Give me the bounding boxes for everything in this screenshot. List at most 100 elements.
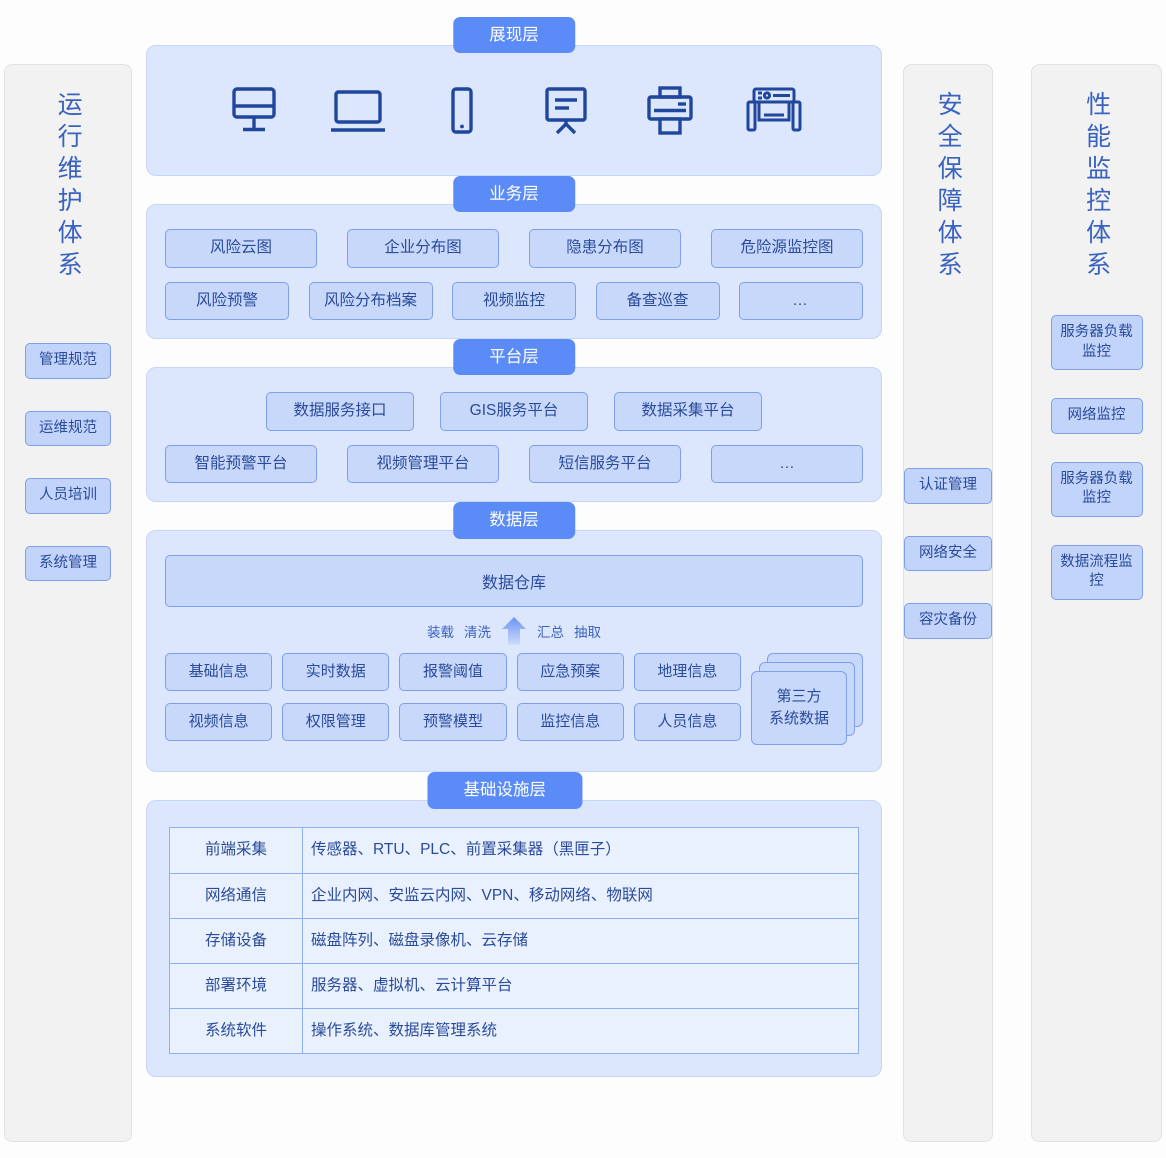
etl-label-aggregate: 汇总 [537,625,564,641]
up-arrow-icon [501,616,527,646]
platform-row-1: 数据服务接口 GIS服务平台 数据采集平台 [165,392,863,431]
printer-icon [640,84,700,138]
whiteboard-icon [536,84,596,138]
data-item-geo-info[interactable]: 地理信息 [633,653,742,692]
platform-item-sms-service-platform[interactable]: 短信服务平台 [529,444,681,484]
pillar-ops-items: 管理规范 运维规范 人员培训 系统管理 [5,343,131,582]
pillar-security-title: 安全保障体系 [934,91,963,283]
business-row-2: 风险预警 风险分布档案 视频监控 备查巡查 … [165,281,863,321]
layer-infrastructure: 基础设施层 前端采集 传感器、RTU、PLC、前置采集器（黑匣子） 网络通信 企… [146,772,882,1078]
platform-item-data-service-api[interactable]: 数据服务接口 [266,392,414,431]
data-source-columns: 基础信息 实时数据 报警阈值 应急预案 地理信息 视频信息 权限管理 预警模型 … [165,653,742,742]
pillar-performance-monitoring: 性能监控体系 服务器负载监控 网络监控 服务器负载监控 数据流程监控 [1031,64,1162,1142]
layer-data-badge: 数据层 [453,502,575,539]
pillar-security-items: 认证管理 网络安全 容灾备份 [904,468,992,639]
layer-data: 数据层 数据仓库 装载 清洗 [146,502,882,773]
data-item-realtime-data[interactable]: 实时数据 [282,653,390,692]
infra-value-0: 传感器、RTU、PLC、前置采集器（黑匣子） [302,827,859,874]
etl-flow-strip: 装载 清洗 汇总 [165,616,863,646]
table-row: 前端采集 传感器、RTU、PLC、前置采集器（黑匣子） [169,827,859,874]
pillar-ops-item-2[interactable]: 人员培训 [25,478,111,514]
pillar-perf-item-3[interactable]: 数据流程监控 [1050,544,1143,600]
pillar-security-item-2[interactable]: 容灾备份 [904,603,992,639]
data-row-2: 视频信息 权限管理 预警模型 监控信息 人员信息 [165,703,742,742]
large-display-icon [744,84,804,138]
layer-presentation-body [146,45,882,176]
third-party-label-line-1: 第三方 [776,687,822,705]
table-row: 系统软件 操作系统、数据库管理系统 [169,1007,859,1055]
layer-infrastructure-badge: 基础设施层 [427,772,582,809]
data-item-monitoring-info[interactable]: 监控信息 [516,703,624,742]
pillar-security-item-0[interactable]: 认证管理 [904,468,992,504]
pillar-perf-item-0[interactable]: 服务器负载监控 [1050,315,1143,371]
data-item-warning-model[interactable]: 预警模型 [399,703,507,742]
infra-value-4: 操作系统、数据库管理系统 [302,1007,859,1055]
platform-row-2: 智能预警平台 视频管理平台 短信服务平台 … [165,444,863,484]
platform-item-gis-platform[interactable]: GIS服务平台 [440,392,588,431]
pillar-operations-maintenance: 运行维护体系 管理规范 运维规范 人员培训 系统管理 [4,64,132,1142]
infra-value-1: 企业内网、安监云内网、VPN、移动网络、物联网 [302,872,859,919]
table-row: 网络通信 企业内网、安监云内网、VPN、移动网络、物联网 [169,872,859,919]
data-item-alarm-threshold[interactable]: 报警阈值 [399,653,507,692]
platform-item-more[interactable]: … [711,444,863,484]
business-item-risk-distribution-archive[interactable]: 风险分布档案 [308,281,433,321]
third-party-label-line-2: 系统数据 [768,710,829,728]
layer-platform-body: 数据服务接口 GIS服务平台 数据采集平台 智能预警平台 视频管理平台 短信服务… [146,367,882,503]
layer-platform-badge: 平台层 [453,339,575,376]
pillar-perf-item-2[interactable]: 服务器负载监控 [1050,461,1143,517]
layer-infrastructure-body: 前端采集 传感器、RTU、PLC、前置采集器（黑匣子） 网络通信 企业内网、安监… [146,800,882,1078]
layer-data-body: 数据仓库 装载 清洗 [146,530,882,773]
layer-business-badge: 业务层 [453,176,575,213]
third-party-card-front[interactable]: 第三方 系统数据 [751,671,847,746]
third-party-data-stack[interactable]: 第三方 系统数据 [751,653,863,753]
pillar-ops-item-1[interactable]: 运维规范 [25,410,111,447]
data-item-basic-info[interactable]: 基础信息 [165,653,273,692]
platform-item-video-management-platform[interactable]: 视频管理平台 [347,444,499,484]
data-row-1: 基础信息 实时数据 报警阈值 应急预案 地理信息 [165,653,742,692]
infra-key-0: 前端采集 [169,827,303,874]
data-item-video-info[interactable]: 视频信息 [165,703,273,742]
data-item-personnel-info[interactable]: 人员信息 [633,703,742,742]
infra-key-3: 部署环境 [169,962,303,1009]
business-item-risk-warning[interactable]: 风险预警 [165,281,289,321]
business-item-more[interactable]: … [739,281,863,321]
mobile-phone-icon [432,84,492,138]
laptop-icon [328,84,388,138]
layer-platform: 平台层 数据服务接口 GIS服务平台 数据采集平台 智能预警平台 视频管理平台 … [146,339,882,503]
data-warehouse-bar[interactable]: 数据仓库 [165,555,863,608]
pillar-perf-item-1[interactable]: 网络监控 [1050,398,1143,434]
pillar-security-assurance: 安全保障体系 认证管理 网络安全 容灾备份 [903,64,993,1142]
pillar-ops-item-0[interactable]: 管理规范 [25,343,111,379]
layer-stack: 展现层 [146,17,882,1105]
pillar-ops-title: 运行维护体系 [54,91,83,283]
business-item-risk-cloud-map[interactable]: 风险云图 [165,229,317,268]
platform-item-intelligent-warning-platform[interactable]: 智能预警平台 [165,444,317,484]
etl-label-clean: 清洗 [464,625,491,641]
data-item-emergency-plan[interactable]: 应急预案 [516,653,624,692]
business-item-hazard-distribution-map[interactable]: 隐患分布图 [529,229,681,268]
desktop-monitor-icon [224,84,284,138]
business-item-video-monitoring[interactable]: 视频监控 [452,281,576,321]
business-item-enterprise-distribution-map[interactable]: 企业分布图 [347,229,499,268]
pillar-perf-title: 性能监控体系 [1082,91,1111,283]
infra-key-2: 存储设备 [169,917,303,964]
platform-item-data-collection-platform[interactable]: 数据采集平台 [614,392,762,431]
layer-presentation: 展现层 [146,17,882,176]
pillar-ops-item-3[interactable]: 系统管理 [25,545,111,582]
business-item-inspection[interactable]: 备查巡查 [595,281,720,321]
pillar-perf-items: 服务器负载监控 网络监控 服务器负载监控 数据流程监控 [1032,315,1161,600]
infrastructure-table: 前端采集 传感器、RTU、PLC、前置采集器（黑匣子） 网络通信 企业内网、安监… [169,827,859,1055]
data-item-permission-management[interactable]: 权限管理 [282,703,390,742]
pillar-security-item-1[interactable]: 网络安全 [904,535,992,572]
layer-presentation-badge: 展现层 [453,17,575,54]
table-row: 存储设备 磁盘阵列、磁盘录像机、云存储 [169,917,859,964]
infra-value-3: 服务器、虚拟机、云计算平台 [302,962,859,1009]
table-row: 部署环境 服务器、虚拟机、云计算平台 [169,962,859,1009]
infra-key-4: 系统软件 [169,1007,303,1055]
data-sources-grid: 基础信息 实时数据 报警阈值 应急预案 地理信息 视频信息 权限管理 预警模型 … [165,653,863,753]
business-item-danger-source-monitor-map[interactable]: 危险源监控图 [711,229,863,268]
etl-label-extract: 抽取 [574,625,601,641]
infra-value-2: 磁盘阵列、磁盘录像机、云存储 [302,917,859,964]
layer-business: 业务层 风险云图 企业分布图 隐患分布图 危险源监控图 风险预警 风险分布档案 … [146,176,882,340]
